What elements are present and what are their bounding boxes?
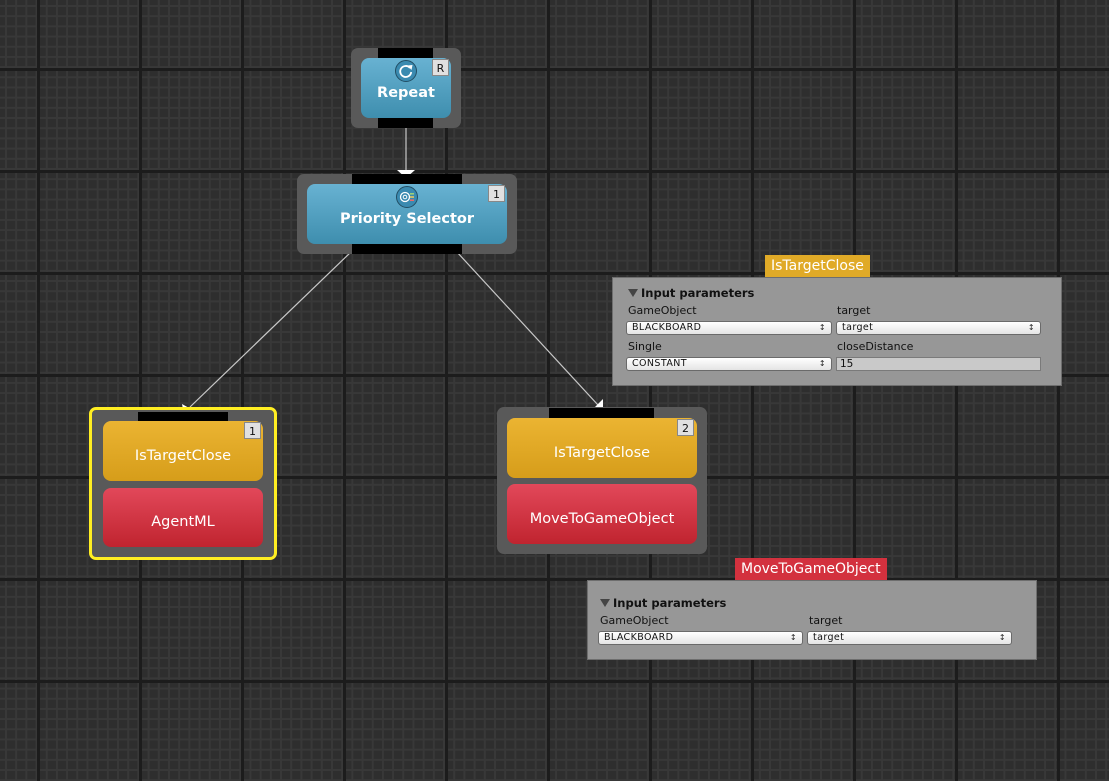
dropdown-arrow-icon: ↕ [998,633,1006,642]
selector-output-port[interactable] [352,244,462,254]
input-parameters-header[interactable]: Input parameters [600,596,726,610]
param-type-label: GameObject [628,304,697,317]
branch-1-badge: 1 [244,422,261,439]
dropdown-arrow-icon: ↕ [789,633,797,642]
param-mode-dropdown[interactable]: CONSTANT ↕ [626,357,832,371]
dropdown-arrow-icon: ↕ [1027,323,1035,332]
selector-input-port[interactable] [352,174,462,184]
branch-1-frame[interactable]: IsTargetClose 1 AgentML [89,407,277,560]
dropdown-arrow-icon: ↕ [818,359,826,368]
param-value-dropdown[interactable]: target ↕ [807,631,1012,645]
param-type-label: Single [628,340,662,353]
branch-2-action-node[interactable]: MoveToGameObject [507,484,697,544]
param-mode-value: BLACKBOARD [604,632,674,643]
priority-selector-frame[interactable]: Priority Selector 1 [297,174,517,254]
priority-selector-icon [396,186,418,208]
branch-1-condition-node[interactable]: IsTargetClose [103,421,263,481]
param-name-label: target [809,614,843,627]
priority-selector-badge: 1 [488,185,505,202]
repeat-icon [395,60,417,82]
repeat-node[interactable]: Repeat [361,58,451,118]
param-mode-value: CONSTANT [632,358,687,369]
param-mode-dropdown[interactable]: BLACKBOARD ↕ [598,631,803,645]
input-parameters-header[interactable]: Input parameters [628,286,754,300]
priority-selector-label: Priority Selector [340,211,474,227]
inspector-movetogameobject-panel: Input parameters GameObject target BLACK… [587,580,1037,660]
input-parameters-label: Input parameters [641,286,755,300]
param-value: target [813,632,845,643]
branch-1-condition-label: IsTargetClose [134,448,232,464]
branch-2-badge: 2 [677,419,694,436]
collapse-triangle-icon [628,289,638,297]
input-parameters-label: Input parameters [613,596,727,610]
param-mode-dropdown[interactable]: BLACKBOARD ↕ [626,321,832,335]
param-mode-value: BLACKBOARD [632,322,702,333]
repeat-input-port[interactable] [378,48,433,58]
param-name-label: target [837,304,871,317]
inspector-istargetclose-title: IsTargetClose [765,255,870,277]
priority-selector-node[interactable]: Priority Selector [307,184,507,244]
branch-1-input-port[interactable] [138,412,228,421]
param-name-label: closeDistance [837,340,914,353]
link-selector-to-branch1 [189,250,353,408]
branch-2-condition-label: IsTargetClose [553,445,651,461]
repeat-label: Repeat [377,85,435,101]
inspector-movetogameobject-title: MoveToGameObject [735,558,887,580]
repeat-badge: R [432,59,449,76]
branch-2-frame[interactable]: IsTargetClose 2 MoveToGameObject [497,407,707,554]
param-type-label: GameObject [600,614,669,627]
branch-1-action-label: AgentML [151,514,215,530]
collapse-triangle-icon [600,599,610,607]
close-distance-input[interactable]: 15 [836,357,1041,371]
branch-2-input-port[interactable] [549,408,654,418]
branch-2-condition-node[interactable]: IsTargetClose [507,418,697,478]
dropdown-arrow-icon: ↕ [818,323,826,332]
param-value-dropdown[interactable]: target ↕ [836,321,1041,335]
repeat-node-frame[interactable]: Repeat R [351,48,461,128]
repeat-output-port[interactable] [378,118,433,128]
inspector-istargetclose-panel: Input parameters GameObject target BLACK… [612,277,1062,386]
param-value: target [842,322,874,333]
link-selector-to-branch2 [455,250,599,406]
branch-2-action-label: MoveToGameObject [529,511,675,527]
branch-1-action-node[interactable]: AgentML [103,488,263,547]
